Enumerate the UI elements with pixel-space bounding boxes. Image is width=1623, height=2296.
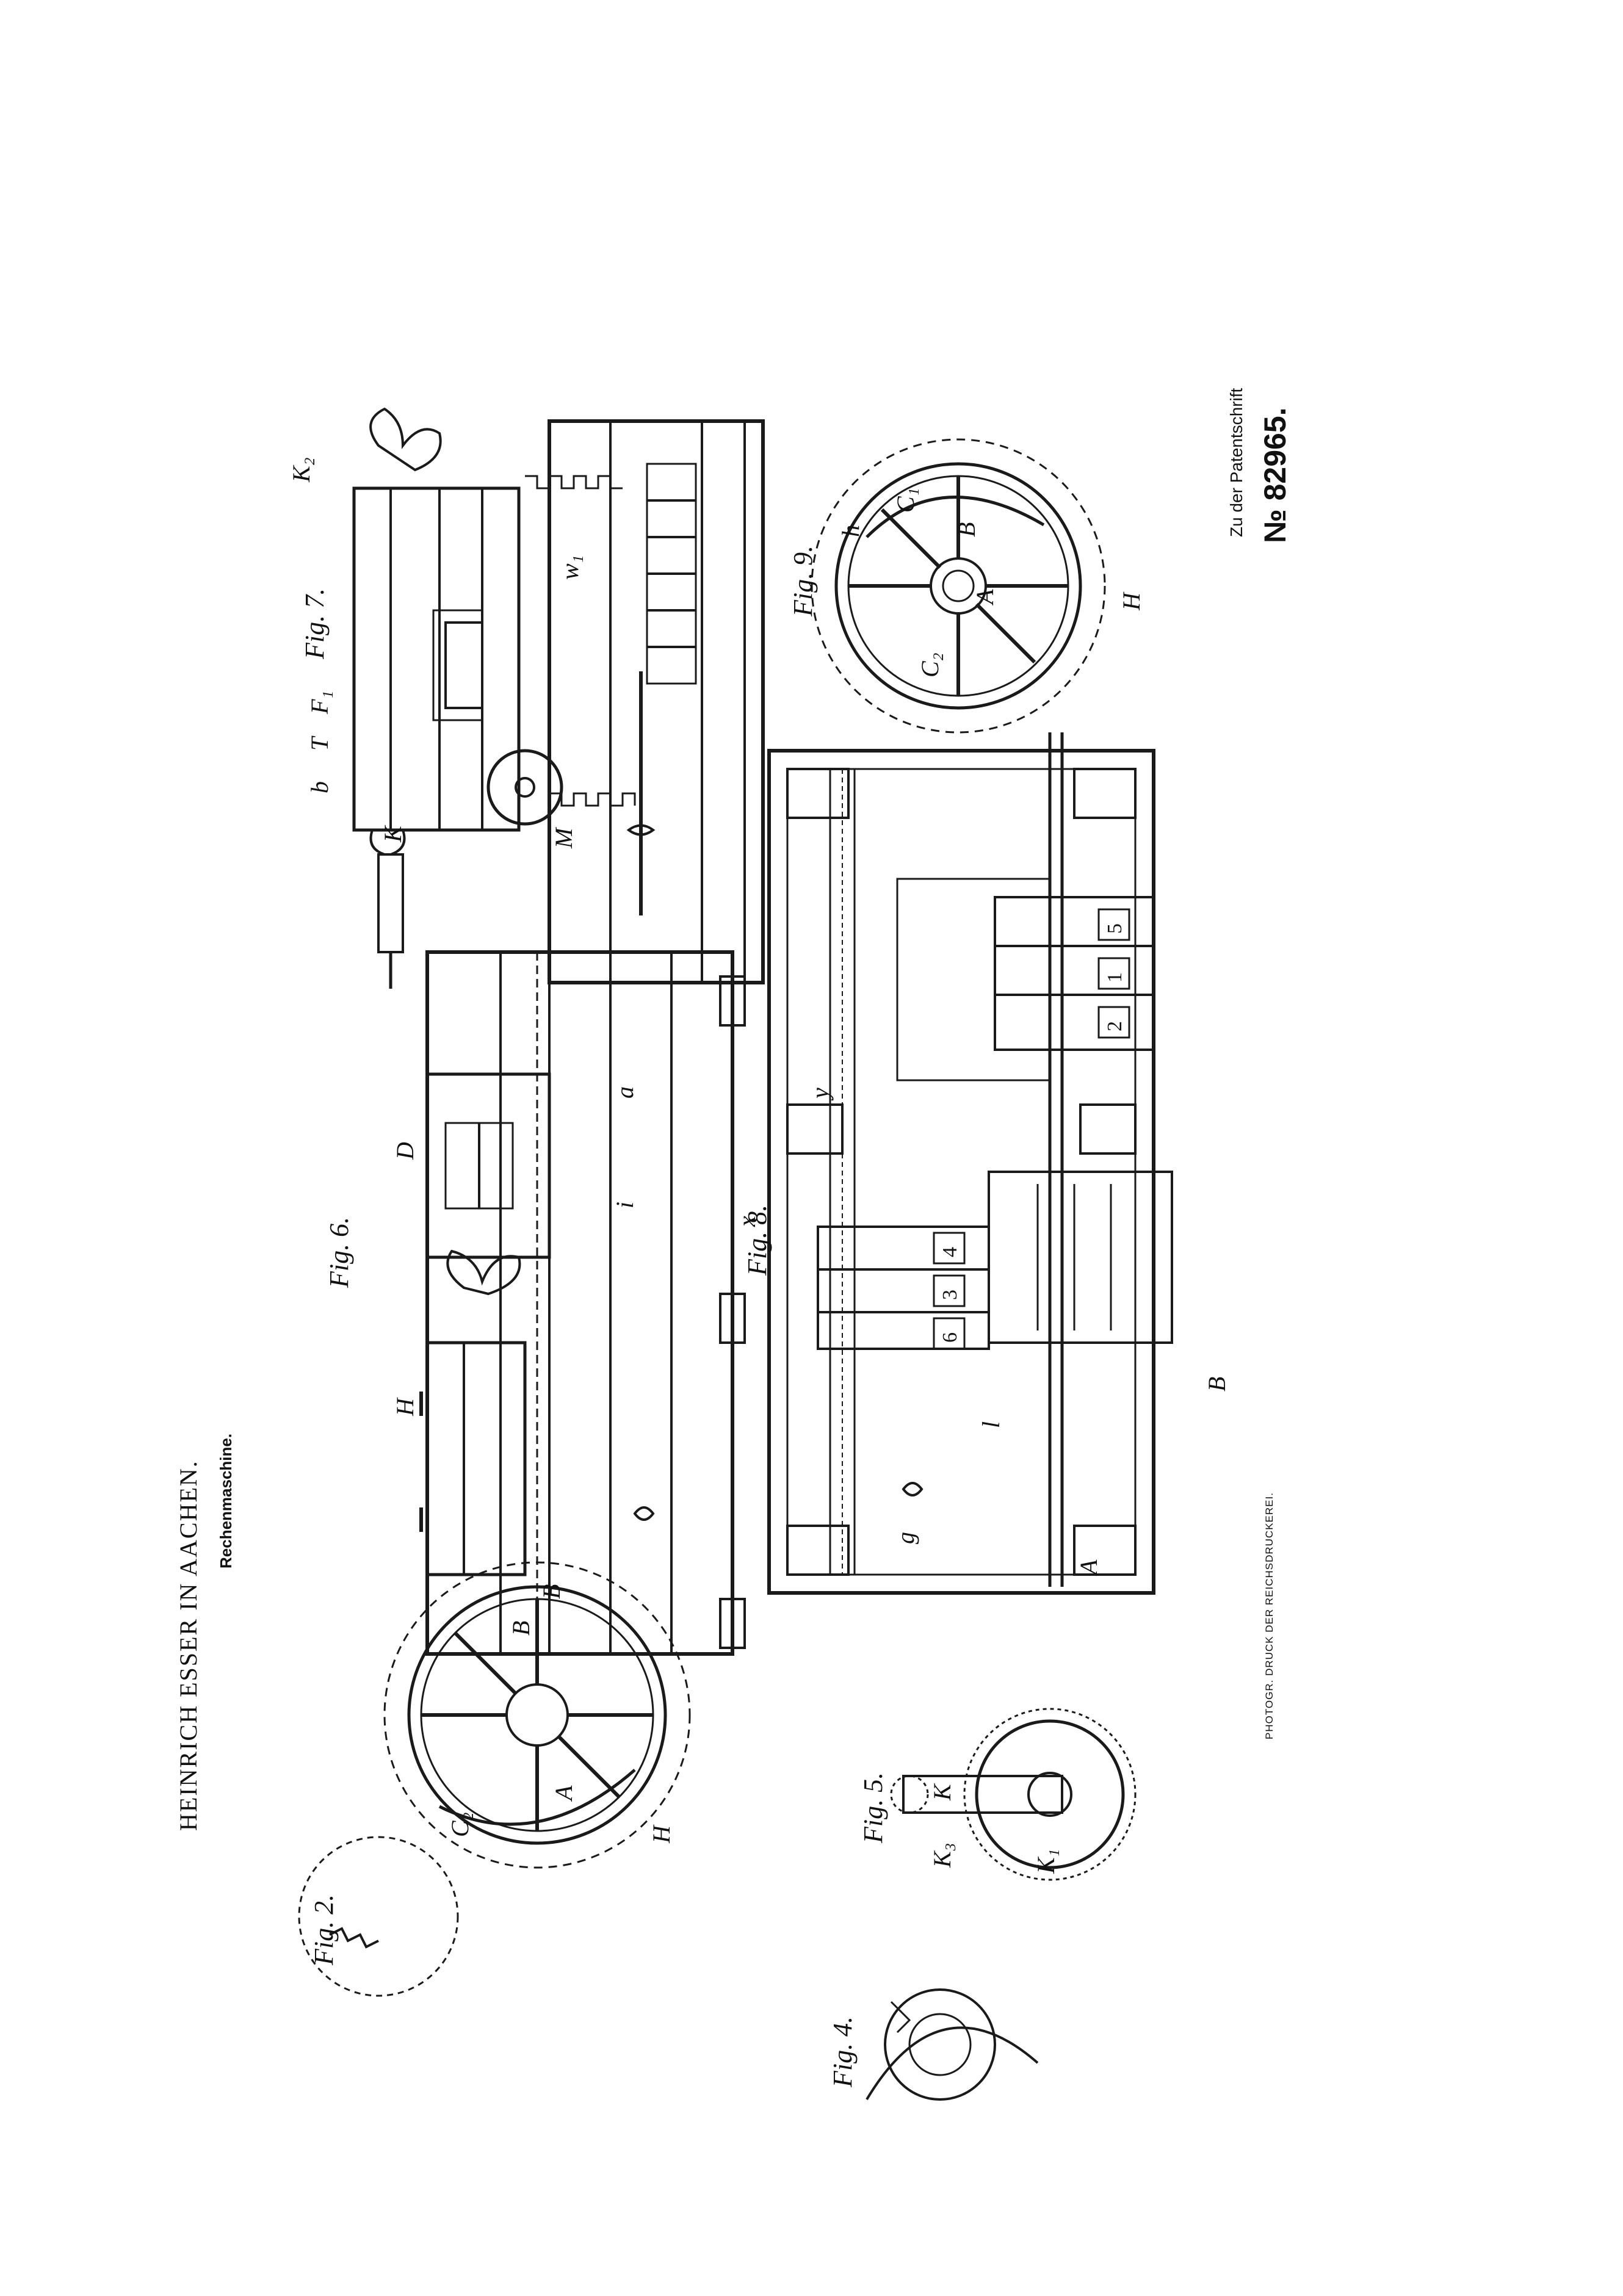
label-a: a	[611, 1086, 638, 1099]
label-K-fig5: K	[928, 1784, 956, 1800]
label-w1: w₁	[556, 555, 584, 580]
fig6-drawing	[419, 950, 746, 1656]
fig5-label: Fig. 5.	[858, 1772, 888, 1843]
fig9-label: Fig. 9.	[788, 545, 818, 616]
fig8-digit-3: 3	[939, 1290, 961, 1300]
fig8-digit-5: 5	[1104, 923, 1126, 934]
fig8-digit-6: 6	[939, 1332, 961, 1343]
label-C1-fig9: C₁	[892, 488, 919, 513]
label-i: i	[611, 1201, 638, 1208]
fig8-digit-1: 1	[1104, 972, 1126, 983]
label-A-fig9: A	[971, 589, 999, 604]
fig4-label: Fig. 4.	[828, 2016, 858, 2087]
label-g: g	[892, 1532, 919, 1544]
label-A-fig8: A	[1075, 1559, 1102, 1575]
printer-credit: PHOTOGR. DRUCK DER REICHSDRUCKEREI.	[1263, 1492, 1275, 1739]
label-A-fig2: A	[550, 1785, 577, 1800]
fig9-drawing	[811, 438, 1106, 734]
fig5-drawing	[890, 1708, 1137, 1881]
label-K1-fig5: K₁	[1032, 1849, 1060, 1874]
label-b-fig7: b	[306, 781, 333, 793]
label-D: D	[391, 1142, 419, 1160]
label-x: x	[733, 1216, 761, 1227]
label-y: y	[806, 1088, 834, 1099]
label-H-fig2: H	[648, 1825, 675, 1843]
subject-heading: Rechenmaschine.	[217, 1433, 235, 1569]
label-M: M	[550, 828, 577, 848]
zu-der-patentschrift: Zu der Patentschrift	[1227, 388, 1246, 537]
label-K2: K₂	[287, 457, 315, 482]
fig2-drawing	[298, 1561, 691, 1997]
label-C2-fig9: C₂	[916, 652, 944, 677]
label-B-fig9: B	[953, 522, 980, 537]
label-K3-fig5: K₃	[928, 1843, 956, 1868]
fig2-label: Fig. 2.	[309, 1894, 339, 1965]
fig8-digit-4: 4	[939, 1247, 961, 1257]
author-heading: HEINRICH ESSER IN AACHEN.	[175, 1460, 202, 1831]
label-B-fig8: B	[1203, 1376, 1231, 1392]
fig6-label: Fig. 6.	[324, 1216, 354, 1288]
label-T: T	[306, 737, 333, 751]
fig7-drawing	[352, 407, 765, 989]
label-B-fig6: B	[538, 1584, 565, 1599]
label-B-fig2: B	[507, 1620, 535, 1636]
label-l: l	[977, 1421, 1005, 1428]
fig7-label: Fig. 7.	[300, 588, 330, 659]
patent-number: № 82965.	[1258, 407, 1292, 543]
label-C2-fig2: C₂	[446, 1812, 474, 1837]
fig8-drawing	[767, 732, 1173, 1595]
label-h-fig9: h	[837, 525, 864, 537]
label-H-fig9: H	[1118, 593, 1145, 610]
label-H-fig6: H	[391, 1398, 419, 1416]
label-K: K	[379, 826, 407, 842]
fig4-drawing	[866, 1988, 1039, 2101]
label-F1: F₁	[306, 690, 333, 714]
fig8-digit-2: 2	[1104, 1021, 1126, 1031]
